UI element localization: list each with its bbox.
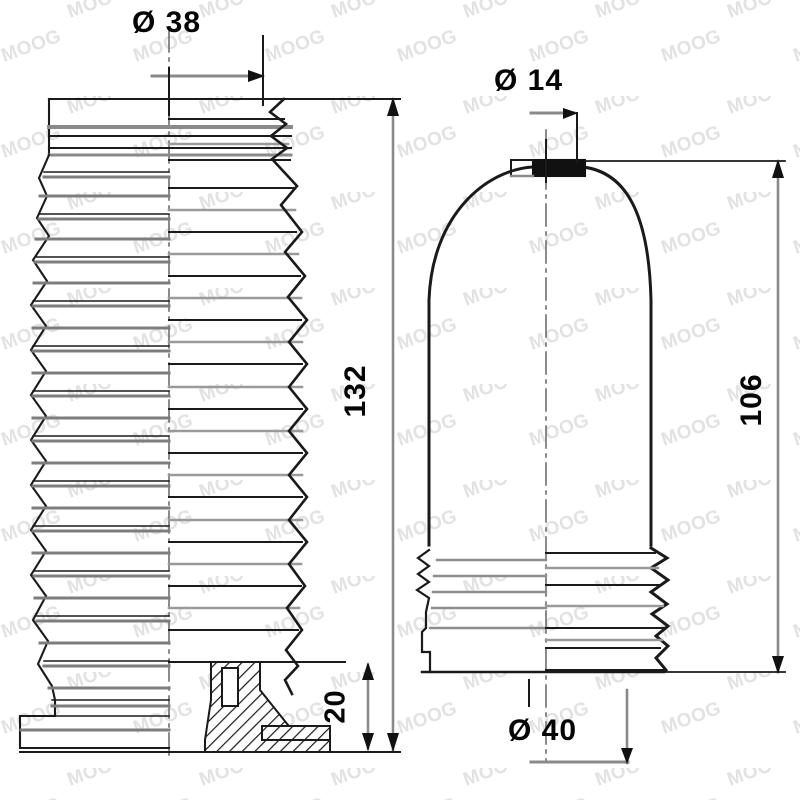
dim-label-dia-14: Ø 14 — [494, 64, 564, 97]
dim-label-dia-40: Ø 40 — [508, 714, 578, 747]
left-section-hatch-lines — [19, 175, 171, 732]
right-dome-outline-right — [581, 165, 653, 547]
right-skirt-cut-lines — [545, 552, 667, 671]
dim-label-dia-38: Ø 38 — [132, 6, 202, 39]
left-cut-section-lines — [168, 118, 303, 631]
dim-arrow-right — [248, 70, 265, 82]
dim-dia-40 — [528, 679, 633, 765]
dim-len-106 — [584, 159, 786, 674]
dim-dia-38 — [150, 35, 265, 116]
left-bellows-zigzag-edge — [267, 97, 309, 696]
dim-label-20: 20 — [319, 689, 352, 724]
right-view-dust-cover — [415, 129, 671, 761]
left-view-bellows — [18, 29, 346, 761]
right-dome-outline — [427, 165, 534, 547]
dim-len-20 — [362, 662, 374, 751]
dim-label-106: 106 — [735, 373, 768, 427]
dim-dia-14 — [529, 108, 578, 183]
left-foot-cross-section — [19, 661, 346, 753]
right-skirt-left-profile — [415, 548, 432, 674]
right-skirt-right-profile — [648, 545, 671, 673]
dim-len-132 — [290, 97, 401, 753]
left-profile-edges — [19, 171, 170, 717]
right-skirt-shading — [544, 566, 665, 642]
left-cut-section-shading — [167, 142, 304, 610]
right-interior-section — [428, 558, 548, 630]
dim-label-132: 132 — [339, 364, 372, 418]
dimension-lines — [150, 35, 786, 765]
